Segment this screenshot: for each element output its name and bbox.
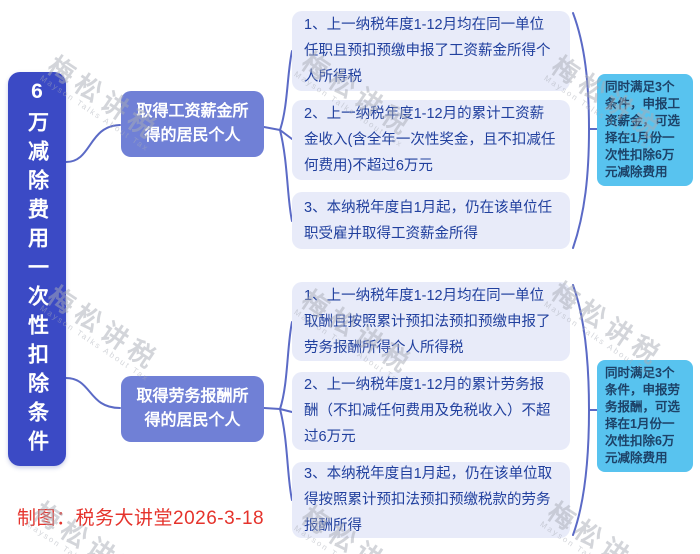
- condition-card-remuneration-2: 2、上一纳税年度1-12月的累计劳务报酬（不扣减任何费用及免税收入）不超过6万元: [292, 372, 570, 450]
- condition-card-salary-3: 3、本纳税年度自1月起，仍在该单位任职受雇并取得工资薪金所得: [292, 192, 570, 249]
- condition-card-salary-2: 2、上一纳税年度1-12月的累计工资薪金收入(含全年一次性奖金，且不扣减任何费用…: [292, 100, 570, 180]
- branch-node-remuneration: 取得劳务报酬所得的居民个人: [121, 376, 264, 442]
- connector-a-cond2: [279, 129, 293, 140]
- condition-text: 2、上一纳税年度1-12月的累计工资薪金收入(含全年一次性奖金，且不扣减任何费用…: [304, 106, 556, 174]
- caption: 制图：税务大讲堂2026-3-18: [17, 508, 265, 529]
- condition-card-remuneration-3: 3、本纳税年度自1月起，仍在该单位取得按照累计预扣法预扣预缴税款的劳务报酬所得: [292, 462, 570, 538]
- condition-text: 1、上一纳税年度1-12月均在同一单位任职且预扣预缴申报了工资薪金所得个人所得税: [304, 17, 551, 85]
- condition-card-salary-1: 1、上一纳税年度1-12月均在同一单位任职且预扣预缴申报了工资薪金所得个人所得税: [292, 11, 570, 91]
- connector-root-branch-a: [65, 124, 121, 163]
- connector-branch-a-stub: [263, 126, 281, 131]
- condition-text: 1、上一纳税年度1-12月均在同一单位取酬且按照累计预扣法预扣预缴申报了劳务报酬…: [304, 287, 551, 356]
- branch-node-salary: 取得工资薪金所得的居民个人: [121, 91, 264, 157]
- summary-text: 同时满足3个条件，申报劳务报酬，可选择在1月份一次性扣除6万元减除费用: [605, 366, 681, 465]
- root-node: 6万减除费用一次性扣除条件: [8, 72, 66, 466]
- connector-a-cond3: [279, 129, 293, 222]
- connector-branch-b-stub: [263, 407, 281, 410]
- condition-text: 2、上一纳税年度1-12月的累计劳务报酬（不扣减任何费用及免税收入）不超过6万元: [304, 377, 551, 445]
- brace-b: [572, 284, 591, 536]
- condition-card-remuneration-1: 1、上一纳税年度1-12月均在同一单位取酬且按照累计预扣法预扣预缴申报了劳务报酬…: [292, 282, 570, 361]
- branch-label: 取得工资薪金所得的居民个人: [136, 103, 249, 144]
- connector-b-cond3: [279, 408, 293, 501]
- root-title: 6万减除费用一次性扣除条件: [25, 79, 49, 459]
- branch-label: 取得劳务报酬所得的居民个人: [136, 388, 249, 429]
- brace-a: [572, 12, 591, 249]
- connector-b-cond1: [279, 321, 293, 410]
- condition-text: 3、本纳税年度自1月起，仍在该单位取得按照累计预扣法预扣预缴税款的劳务报酬所得: [304, 466, 553, 534]
- summary-card-remuneration: 同时满足3个条件，申报劳务报酬，可选择在1月份一次性扣除6万元减除费用: [597, 360, 693, 472]
- connector-b-cond2: [279, 408, 293, 413]
- summary-text: 同时满足3个条件，申报工资薪金，可选择在1月份一次性扣除6万元减除费用: [605, 80, 681, 179]
- summary-card-salary: 同时满足3个条件，申报工资薪金，可选择在1月份一次性扣除6万元减除费用: [597, 74, 693, 186]
- connector-a-cond1: [279, 50, 293, 131]
- condition-text: 3、本纳税年度自1月起，仍在该单位任职受雇并取得工资薪金所得: [304, 199, 553, 242]
- connector-root-branch-b: [65, 377, 121, 409]
